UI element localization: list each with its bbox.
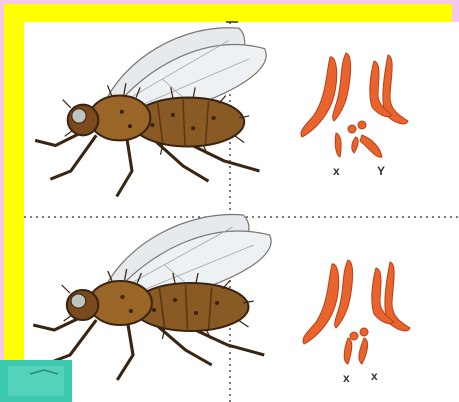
chromosome-label-y: Y [377,164,385,178]
chromosome-label-x: x [371,369,378,383]
chromosome-label-x: x [333,164,340,178]
chromosome-label-x: x [343,371,350,385]
corner-tab-shade [8,366,64,396]
